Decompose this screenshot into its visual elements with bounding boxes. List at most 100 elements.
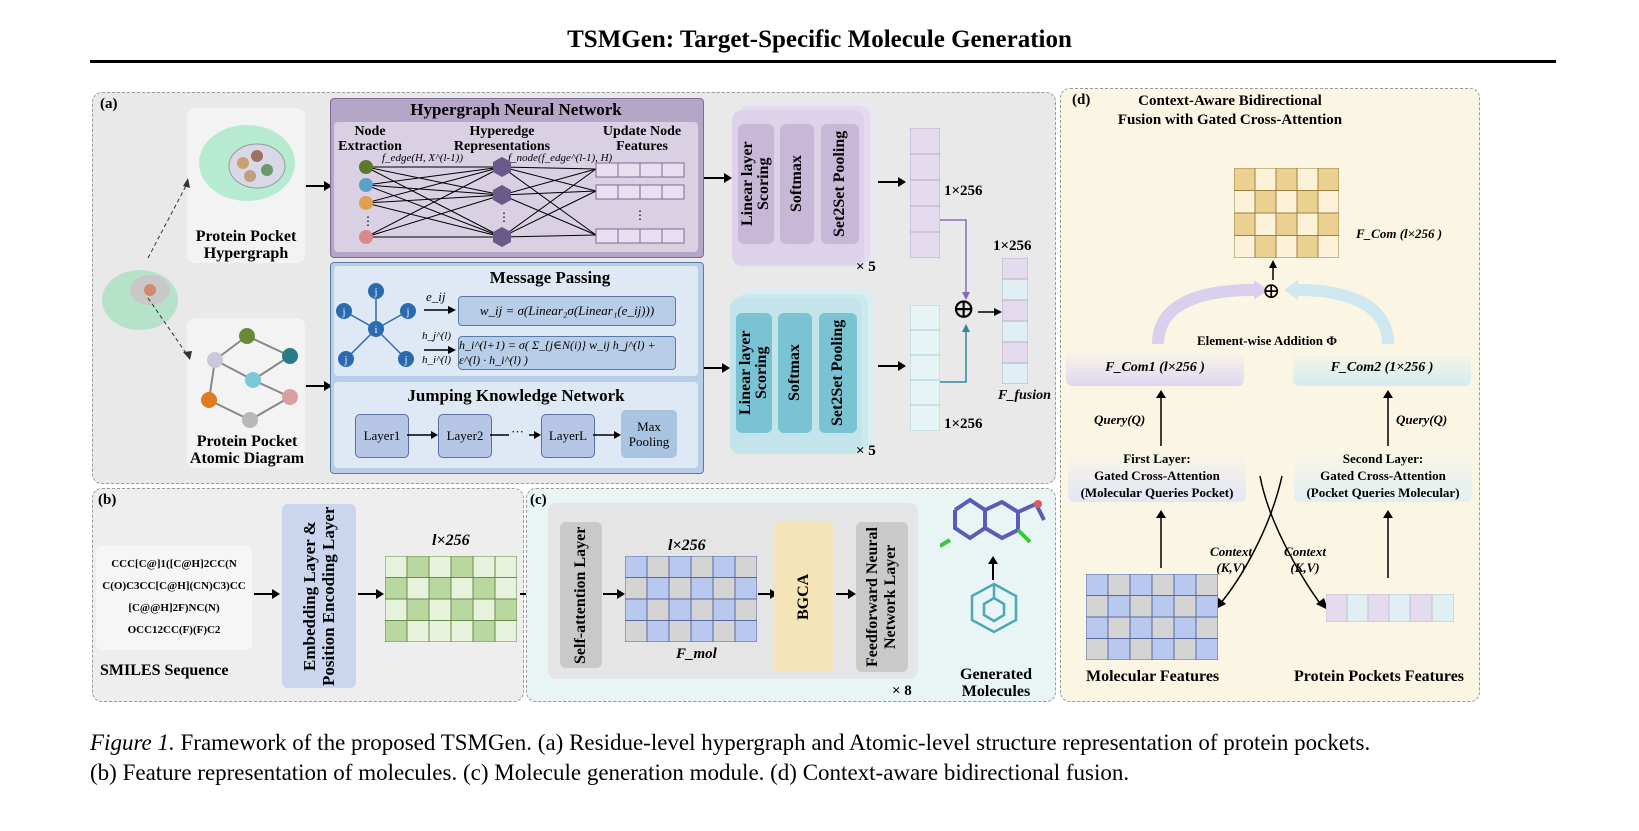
context-label-2: Context (K,V): [1284, 544, 1326, 575]
gen-matrix: [625, 556, 757, 642]
fusion-label: F_fusion: [998, 388, 1051, 403]
arrow-embed-matrix: [358, 589, 384, 599]
fcom1-box: F_Com1 (l×256 ): [1066, 350, 1244, 386]
atomic-graph: [201, 328, 298, 428]
stack-bottom-softmax: Softmax: [778, 313, 812, 433]
f-node-label: f_node(f_edge^(l-1), H): [508, 152, 613, 164]
stack-top-set2set: Set2Set Pooling: [821, 124, 859, 244]
jkn-arrows: [407, 431, 621, 439]
generated-caption: Generated Molecules: [960, 666, 1032, 700]
bgca-box: BGCA: [774, 522, 834, 672]
caption-text-1: Framework of the proposed TSMGen. (a) Re…: [180, 730, 1371, 755]
eq1-box: w_ij = σ(Linear₂σ(Linear₁(e_ij))): [458, 296, 676, 326]
vector-top-dim: 1×256: [944, 183, 983, 199]
context-label-1: Context (K,V): [1210, 544, 1252, 575]
arrow-pocket-to-second: [1383, 510, 1393, 578]
f-edge-label: f_edge(H, X^(l-1)): [382, 152, 463, 164]
title-rule: [90, 60, 1556, 63]
fcom1-label: F_Com1 (l×256 ): [1105, 360, 1205, 375]
pocket-features-label: Protein Pockets Features: [1294, 668, 1465, 685]
jkn-ellipsis: ···: [511, 424, 524, 439]
smiles-caption: SMILES Sequence: [100, 662, 229, 679]
cube-icon: [970, 582, 1018, 634]
protein-structure-icon: [102, 270, 178, 330]
svg-text:j: j: [344, 355, 348, 366]
update-features-label: Update Node Features: [602, 124, 682, 154]
embedding-layer-box: Embedding Layer & Position Encoding Laye…: [282, 504, 356, 688]
svg-text:⋮: ⋮: [362, 214, 374, 228]
fcom2-box: F_Com2 (1×256 ): [1293, 350, 1471, 386]
stack-top-softmax: Softmax: [780, 124, 814, 244]
first-layer-line-2: Gated Cross-Attention: [1094, 468, 1220, 483]
arrow-bgca-ffn: [836, 589, 856, 599]
atomic-caption: Protein Pocket Atomic Diagram: [189, 433, 305, 467]
figure-label: Figure 1.: [90, 730, 175, 755]
embed-matrix: [385, 556, 517, 642]
smiles-line-2: C(O)C3CC[C@H](CN)C3)CC: [102, 580, 246, 592]
svg-text:i: i: [375, 325, 378, 336]
fcom2-label: F_Com2 (1×256 ): [1330, 360, 1434, 375]
node-extraction-label: Node Extraction: [338, 124, 402, 154]
molecular-feature-matrix: [1086, 574, 1218, 660]
element-add-label: Element-wise Addition Φ: [1197, 333, 1338, 348]
arrow-to-mp: [306, 381, 332, 391]
arrow-mol-to-first: [1156, 510, 1166, 568]
figure-caption-line-1: Figure 1. Framework of the proposed TSMG…: [90, 728, 1639, 758]
hnn-network: ⋮ ⋮ ⋮: [359, 157, 685, 247]
molecule-3d-icon: [940, 497, 1046, 548]
panel-b-label: (b): [98, 492, 117, 508]
figure-caption-line-2: (b) Feature representation of molecules.…: [90, 760, 1130, 785]
arrow-mp-stack: [704, 363, 730, 373]
first-layer-line-1: First Layer:: [1123, 451, 1191, 466]
fmol-label: F_mol: [676, 646, 717, 662]
vector-bottom-dim: 1×256: [944, 416, 983, 432]
vector-top: [910, 128, 940, 258]
query-label-2: Query(Q): [1396, 412, 1448, 427]
second-layer-line-2: Gated Cross-Attention: [1320, 468, 1446, 483]
hyperedge-label: Hyperedge Representations: [453, 124, 551, 154]
layer1-box: Layer1: [355, 414, 409, 458]
max-pooling-box: Max Pooling: [621, 410, 677, 458]
vector-bottom: [910, 305, 940, 431]
panel-a-label: (a): [100, 96, 118, 112]
smiles-line-1: CCC[C@]1([C@H]2CC(N: [111, 558, 237, 570]
mp-title: Message Passing: [489, 268, 611, 287]
arrow-first-to-fcom1: [1156, 390, 1166, 446]
context-cross-arrows: [1214, 475, 1328, 610]
mp-arrows: [424, 306, 456, 354]
pocket-feature-vector: [1326, 594, 1454, 622]
arrow-top-vector: [878, 177, 906, 187]
page-title: TSMGen: Target-Specific Molecule Generat…: [567, 26, 1072, 53]
fusion-connectors: [940, 219, 1002, 383]
stack-bottom-repeat: × 5: [856, 443, 876, 459]
embed-matrix-dim: l×256: [432, 532, 470, 549]
arrow-second-to-fcom2: [1383, 390, 1393, 446]
ffn-box: Feedforward Neural Network Layer: [856, 522, 908, 672]
panel-c-label: (c): [530, 492, 547, 508]
second-layer-line-1: Second Layer:: [1342, 451, 1424, 466]
fcom-matrix: [1234, 168, 1339, 258]
query-label-1: Query(Q): [1094, 412, 1146, 427]
node-j-label: j: [374, 287, 378, 298]
hnn-title: Hypergraph Neural Network: [410, 100, 622, 119]
fusion-curves: [1152, 260, 1394, 344]
jkn-title: Jumping Knowledge Network: [407, 386, 625, 405]
stack-top-repeat: × 5: [856, 259, 876, 275]
panel-d-label: (d): [1072, 92, 1091, 108]
hypergraph-caption: Protein Pocket Hypergraph: [195, 228, 297, 262]
arrow-sa-matrix: [603, 589, 625, 599]
layerL-box: LayerL: [541, 414, 595, 458]
arrow-generated: [988, 556, 998, 580]
svg-text:j: j: [342, 307, 346, 318]
smiles-line-3: [C@@H]2F)NC(N): [128, 602, 220, 614]
first-layer-box: First Layer: Gated Cross-Attention (Mole…: [1068, 450, 1246, 502]
gen-matrix-dim: l×256: [668, 537, 706, 554]
self-attention-box: Self-attention Layer: [560, 522, 602, 668]
eq2: h_i^(l+1) = σ( Σ_{j∈N(i)} w_ij h_j^(l) +…: [459, 338, 656, 367]
svg-text:⋮: ⋮: [498, 210, 510, 224]
protein-split-arrows: [147, 178, 192, 360]
hj-label: h_j^(l): [422, 330, 452, 342]
smiles-line-4: OCC12CC(F)(F)C2: [127, 624, 221, 636]
first-layer-line-3: (Molecular Queries Pocket): [1080, 485, 1234, 500]
